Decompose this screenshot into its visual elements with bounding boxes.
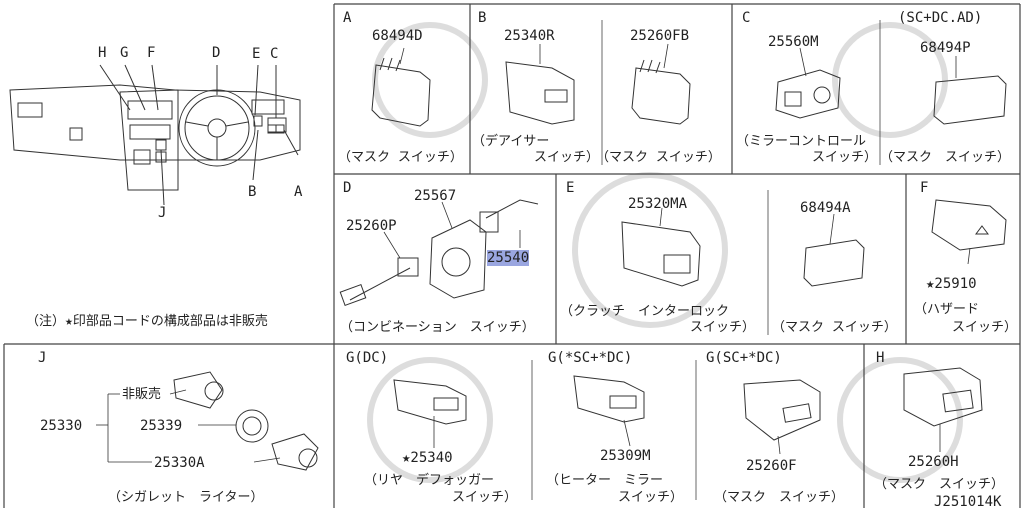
part-number-25567[interactable]: 25567 (414, 188, 457, 204)
caption-mask-switch-g: （マスク スイッチ） (714, 490, 845, 505)
overview-callout-h: H (98, 45, 107, 61)
caption-hazard-line2: スイッチ） (952, 320, 1018, 335)
section-label-f: F (920, 180, 929, 196)
section-label-sc-dc-ad: (SC+DC.AD) (898, 10, 983, 26)
diagram-code: J251014K (934, 494, 1002, 510)
part-number-25260h[interactable]: 25260H (908, 454, 959, 470)
grid-lines (3, 3, 1021, 508)
dashboard-overview-drawing (9, 64, 301, 206)
caption-mask-switch-c: （マスク スイッチ） (880, 150, 1011, 165)
overview-callout-c: C (270, 46, 279, 62)
not-sold-label: 非販売 (122, 387, 162, 402)
part-number-25340r[interactable]: 25340R (504, 28, 555, 44)
caption-clutch-interlock-line2: スイッチ） (690, 320, 756, 335)
leader-lines (96, 43, 971, 463)
part-number-68494p[interactable]: 68494P (920, 40, 971, 56)
part-number-25340[interactable]: ★25340 (402, 450, 453, 466)
part-sketches (173, 57, 1007, 471)
part-number-68494a[interactable]: 68494A (800, 200, 851, 216)
section-label-g-dc: G(DC) (346, 350, 389, 366)
section-label-a: A (343, 10, 352, 26)
section-label-e: E (566, 180, 575, 196)
overview-callout-a: A (294, 184, 303, 200)
caption-defogger-line2: スイッチ） (534, 150, 600, 165)
caption-heater-mirror-line2: スイッチ） (618, 490, 684, 505)
overview-callout-g: G (120, 45, 129, 61)
section-label-b: B (478, 10, 487, 26)
part-number-25910[interactable]: ★25910 (926, 276, 977, 292)
part-number-25309m[interactable]: 25309M (600, 448, 651, 464)
part-number-25540-highlighted[interactable]: 25540 (487, 250, 530, 266)
part-number-25320ma[interactable]: 25320MA (628, 196, 688, 212)
section-label-d: D (343, 180, 352, 196)
overview-callout-b: B (248, 184, 257, 200)
caption-mirror-control-line1: （ミラーコントロール (736, 134, 867, 149)
section-label-h: H (876, 350, 885, 366)
part-number-25330a[interactable]: 25330A (154, 455, 205, 471)
part-number-25260f[interactable]: 25260F (746, 458, 797, 474)
overview-callout-e: E (252, 46, 261, 62)
part-number-25260p[interactable]: 25260P (346, 218, 397, 234)
caption-mask-switch-a: （マスク スイッチ） (338, 150, 463, 165)
part-number-25260fb[interactable]: 25260FB (630, 28, 690, 44)
note-text: （注）★印部品コードの構成部品は非販売 (26, 314, 268, 329)
caption-mask-switch-b: （マスク スイッチ） (596, 150, 721, 165)
section-label-g-sc-plus-dc: G(SC+*DC) (706, 350, 782, 366)
caption-heater-mirror-line1: （ヒーター ミラー (546, 473, 664, 488)
overview-callout-d: D (212, 45, 221, 61)
section-label-g-sc-dc: G(*SC+*DC) (548, 350, 633, 366)
part-number-25330[interactable]: 25330 (40, 418, 83, 434)
overview-callout-f: F (147, 45, 156, 61)
overview-callout-j: J (158, 205, 167, 221)
watermark-emblem (367, 22, 963, 483)
caption-clutch-interlock-line1: （クラッチ インターロック (560, 304, 730, 319)
caption-rear-defogger-line1: （リヤ デフォッガー (364, 473, 495, 488)
section-label-j: J (38, 350, 47, 366)
part-number-68494d[interactable]: 68494D (372, 28, 423, 44)
caption-combination-switch: （コンビネーション スイッチ） (340, 320, 535, 335)
part-number-25339[interactable]: 25339 (140, 418, 183, 434)
caption-mask-switch-h: （マスク スイッチ） (874, 477, 1005, 492)
section-label-c: C (742, 10, 751, 26)
caption-hazard-line1: （ハザード (914, 302, 980, 317)
caption-cigarette-lighter: （シガレット ライター） (108, 490, 264, 505)
caption-rear-defogger-line2: スイッチ） (452, 490, 518, 505)
caption-mirror-control-line2: スイッチ） (812, 150, 878, 165)
caption-mask-switch-e: （マスク スイッチ） (772, 320, 897, 335)
caption-defogger-line1: （デアイサー (472, 134, 550, 149)
part-number-25560m[interactable]: 25560M (768, 34, 819, 50)
